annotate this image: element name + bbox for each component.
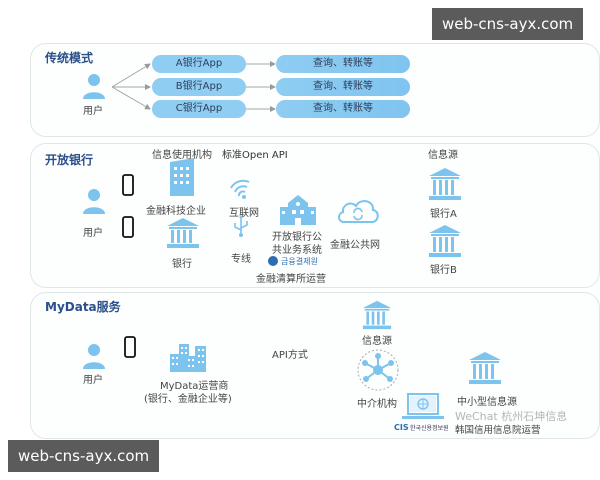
app-pill-a: A银行App <box>152 55 246 73</box>
wifi-icon <box>228 178 252 202</box>
dedicated-line-label: 专线 <box>231 254 251 265</box>
standard-api-label: 标准Open API <box>222 150 288 161</box>
watermark-top: web-cns-ayx.com <box>432 8 584 40</box>
info-source-label: 信息源 <box>428 150 458 161</box>
cis-operator-label: 韩国信用信息院运营 <box>455 425 541 436</box>
overlay-watermark: WeChat 杭州石坤信息 <box>455 410 568 423</box>
user-icon <box>82 187 106 215</box>
user-label: 用户 <box>83 106 103 117</box>
kftc-logo-icon <box>268 256 278 266</box>
cis-korean-text: 한국신용정보원 <box>410 425 449 432</box>
mydata-operator-label-line2: (银行、金融企业等) <box>144 394 232 405</box>
app-pill-b: B银行App <box>152 78 246 96</box>
school-building-icon <box>280 195 316 225</box>
panel-title-mydata: MyData服务 <box>45 300 121 314</box>
office-building-icon <box>168 158 196 196</box>
api-label: API方式 <box>272 350 308 361</box>
bank-b-icon <box>428 225 462 257</box>
watermark-bottom: web-cns-ayx.com <box>8 440 160 472</box>
laptop-globe-icon <box>402 393 444 421</box>
public-network-label: 金融公共网 <box>330 240 380 251</box>
phone-icon <box>122 216 134 238</box>
phone-icon <box>122 174 134 196</box>
panel-mydata <box>30 292 600 439</box>
internet-label: 互联网 <box>229 208 259 219</box>
bank-icon <box>166 218 200 248</box>
mydata-operator-label-line1: MyData运营商 <box>160 381 229 392</box>
small-source-bank-icon <box>468 352 502 384</box>
info-user-label: 信息使用机构 <box>152 150 212 161</box>
service-pill-a: 查询、转账等 <box>276 55 410 73</box>
cloud-sync-icon <box>336 198 380 224</box>
bank-a-label: 银行A <box>430 209 457 220</box>
system-label-line2: 共业务系统 <box>272 245 322 256</box>
network-hub-icon <box>357 349 399 391</box>
app-pill-c: C银行App <box>152 100 246 118</box>
service-pill-c: 查询、转账等 <box>276 100 410 118</box>
phone-icon <box>124 336 136 358</box>
info-source-bank-icon <box>362 300 392 330</box>
kftc-logo-text: 금융결제원 <box>281 257 318 266</box>
panel-title-open-banking: 开放银行 <box>45 153 94 167</box>
buildings-icon <box>170 342 206 372</box>
user-label: 用户 <box>83 228 103 239</box>
bank-a-icon <box>428 168 462 200</box>
mydata-info-source-label: 信息源 <box>362 336 392 347</box>
fintech-label: 金融科技企业 <box>146 206 206 217</box>
small-source-label: 中小型信息源 <box>457 397 517 408</box>
intermediary-label: 中介机构 <box>357 399 397 410</box>
user-icon <box>82 72 106 100</box>
panel-open-banking <box>30 143 600 288</box>
cis-logo: CIS <box>394 423 409 432</box>
usb-icon <box>232 215 250 237</box>
bank-label: 银行 <box>172 259 192 270</box>
service-pill-b: 查询、转账等 <box>276 78 410 96</box>
user-label: 用户 <box>83 375 103 386</box>
panel-title-traditional: 传统模式 <box>45 51 94 65</box>
user-icon <box>82 342 106 370</box>
operator-label: 金融清算所运营 <box>256 274 326 285</box>
system-label-line1: 开放银行公 <box>272 232 322 243</box>
bank-b-label: 银行B <box>430 265 457 276</box>
